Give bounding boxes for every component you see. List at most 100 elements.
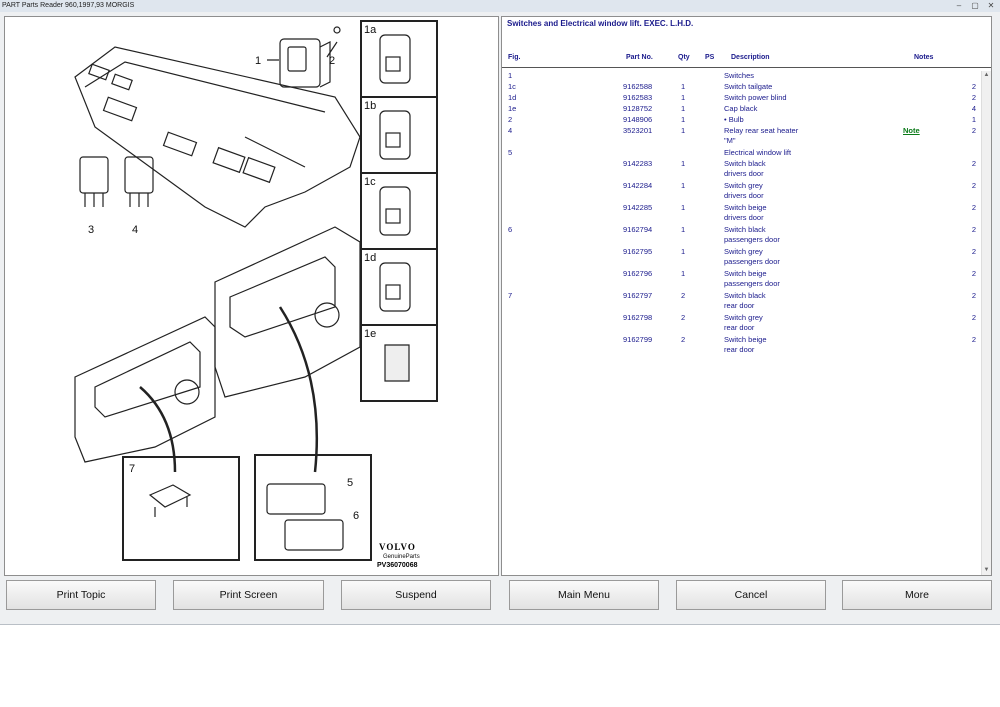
callout-6: 6 xyxy=(353,510,359,522)
callout-4: 4 xyxy=(132,224,138,236)
row-part-number: 3523201 xyxy=(623,126,653,135)
row-description: Electrical window lift xyxy=(724,148,792,157)
row-count: 2 xyxy=(971,269,976,278)
row-part-number: 9162588 xyxy=(623,82,653,91)
row-fig: 1c xyxy=(508,82,516,91)
row-qty: 1 xyxy=(681,126,686,135)
row-description-line2: passengers door xyxy=(724,235,780,244)
row-qty: 1 xyxy=(681,269,686,278)
row-count: 2 xyxy=(971,335,976,344)
row-part-number: 9162799 xyxy=(623,335,653,344)
scrollbar[interactable]: ▲ ▼ xyxy=(981,71,991,575)
header-ps: PS xyxy=(705,54,715,61)
row-qty: 1 xyxy=(681,203,686,212)
maximize-icon[interactable]: ▢ xyxy=(971,1,979,10)
scroll-down-icon[interactable]: ▼ xyxy=(983,567,990,573)
row-qty: 2 xyxy=(681,291,686,300)
callout-3: 3 xyxy=(88,224,94,236)
row-fig: 7 xyxy=(508,291,513,300)
row-count: 2 xyxy=(971,181,976,190)
row-description: • Bulb xyxy=(724,115,744,124)
row-qty: 2 xyxy=(681,313,686,322)
row-description-line2: passengers door xyxy=(724,257,780,266)
row-description-line2: drivers door xyxy=(724,213,764,222)
print-topic-button[interactable]: Print Topic xyxy=(6,580,156,610)
row-qty: 1 xyxy=(681,159,686,168)
row-description: Switch power blind xyxy=(724,93,787,102)
row-part-number: 9162795 xyxy=(623,247,653,256)
row-count: 2 xyxy=(971,247,976,256)
row-fig: 1 xyxy=(508,71,513,80)
row-description: Switch black xyxy=(724,159,766,168)
row-count: 2 xyxy=(971,159,976,168)
minimize-icon[interactable]: – xyxy=(956,1,962,10)
main-menu-button[interactable]: Main Menu xyxy=(509,580,659,610)
row-description: Switch black xyxy=(724,291,766,300)
row-part-number: 9142283 xyxy=(623,159,653,168)
row-qty: 1 xyxy=(681,115,686,124)
row-description: Switch grey xyxy=(724,181,763,190)
cancel-button[interactable]: Cancel xyxy=(676,580,826,610)
row-description: Switch grey xyxy=(724,247,763,256)
close-icon[interactable]: ✕ xyxy=(987,1,995,10)
row-description-line2: drivers door xyxy=(724,191,764,200)
inset-1e: 1e xyxy=(364,328,376,340)
panel-title: Switches and Electrical window lift. EXE… xyxy=(507,19,694,28)
row-count: 2 xyxy=(971,225,976,234)
row-fig: 1e xyxy=(508,104,517,113)
row-qty: 1 xyxy=(681,93,686,102)
row-fig: 4 xyxy=(508,126,513,135)
row-description: Switches xyxy=(724,71,755,80)
row-description-line2: rear door xyxy=(724,301,755,310)
row-description: Cap black xyxy=(724,104,758,113)
row-part-number: 9128752 xyxy=(623,104,653,113)
row-count: 2 xyxy=(971,82,976,91)
more-button[interactable]: More xyxy=(842,580,992,610)
callout-2: 2 xyxy=(329,55,335,67)
row-description: Switch beige xyxy=(724,269,767,278)
row-count: 4 xyxy=(971,104,976,113)
row-fig: 2 xyxy=(508,115,513,124)
row-qty: 1 xyxy=(681,104,686,113)
scroll-up-icon[interactable]: ▲ xyxy=(983,72,990,78)
row-count: 2 xyxy=(971,291,976,300)
row-fig: 6 xyxy=(508,225,513,234)
inset-1b: 1b xyxy=(364,100,376,112)
row-qty: 1 xyxy=(681,225,686,234)
row-count: 2 xyxy=(971,93,976,102)
header-divider xyxy=(502,67,991,68)
header-part: Part No. xyxy=(626,54,653,61)
row-part-number: 9162796 xyxy=(623,269,653,278)
diagram-code: PV36070068 xyxy=(377,562,418,569)
row-description-line2: drivers door xyxy=(724,169,764,178)
row-description: Relay rear seat heater xyxy=(724,126,799,135)
print-screen-button[interactable]: Print Screen xyxy=(173,580,324,610)
diagram-drawing: 1 2 3 4 5 6 7 1a 1b 1c 1d 1e VOLVO Genui… xyxy=(74,20,438,569)
volvo-logo: VOLVO xyxy=(379,542,416,552)
row-qty: 1 xyxy=(681,247,686,256)
row-part-number: 9162583 xyxy=(623,93,653,102)
row-count: 2 xyxy=(971,313,976,322)
row-note-link[interactable]: Note xyxy=(903,126,920,135)
row-part-number: 9162798 xyxy=(623,313,653,322)
row-count: 1 xyxy=(971,115,976,124)
inset-1c: 1c xyxy=(364,176,376,188)
window-title: PART Parts Reader 960,1997,93 MORGIS xyxy=(2,2,135,9)
row-description-line2: rear door xyxy=(724,323,755,332)
inset-1a: 1a xyxy=(364,24,377,36)
suspend-button[interactable]: Suspend xyxy=(341,580,491,610)
row-description: Switch tailgate xyxy=(724,82,773,91)
button-bar: Print Topic Print Screen Suspend Main Me… xyxy=(0,578,1000,612)
row-qty: 2 xyxy=(681,335,686,344)
row-description: Switch grey xyxy=(724,313,763,322)
row-fig: 1d xyxy=(508,93,517,102)
callout-7: 7 xyxy=(129,463,135,475)
row-part-number: 9162794 xyxy=(623,225,653,234)
inset-1d: 1d xyxy=(364,252,376,264)
row-part-number: 9142284 xyxy=(623,181,653,190)
row-fig: 5 xyxy=(508,148,513,157)
parts-diagram: 1 2 3 4 5 6 7 1a 1b 1c 1d 1e VOLVO Genui… xyxy=(4,16,499,576)
row-part-number: 9148906 xyxy=(623,115,653,124)
row-description-line2: "M" xyxy=(724,136,736,145)
row-count: 2 xyxy=(971,126,976,135)
